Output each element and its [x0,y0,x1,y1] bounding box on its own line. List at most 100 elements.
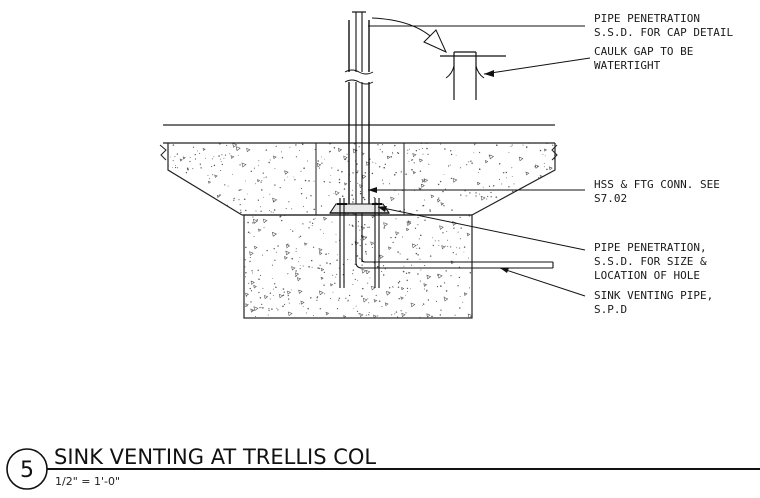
concrete-aggregate [329,263,331,265]
concrete-aggregate [299,303,301,305]
concrete-aggregate [462,301,464,303]
concrete-aggregate [543,166,545,168]
concrete-aggregate [345,159,347,161]
concrete-aggregate [324,158,326,160]
concrete-aggregate [270,211,272,213]
concrete-aggregate [354,278,356,280]
concrete-aggregate [258,291,260,294]
concrete-aggregate [259,297,262,299]
concrete-aggregate [427,153,429,155]
concrete-aggregate [237,154,239,156]
concrete-aggregate [406,227,410,232]
concrete-aggregate [313,208,315,211]
concrete-aggregate [402,270,405,273]
concrete-aggregate [367,297,369,299]
concrete-aggregate [298,236,300,238]
concrete-aggregate [459,216,461,219]
concrete-aggregate [482,186,484,188]
concrete-aggregate [213,156,215,158]
concrete-aggregate [192,146,195,148]
concrete-aggregate [268,210,270,212]
concrete-aggregate [373,196,375,199]
concrete-aggregate [498,163,501,165]
concrete-aggregate [297,277,302,282]
concrete-aggregate [249,260,251,263]
concrete-aggregate [264,295,269,300]
concrete-aggregate [354,241,359,246]
concrete-aggregate [541,186,544,189]
concrete-aggregate [418,247,421,249]
concrete-aggregate [221,163,223,166]
concrete-aggregate [366,226,368,228]
concrete-aggregate [411,168,413,171]
concrete-aggregate [287,176,289,178]
concrete-aggregate [403,265,405,267]
concrete-aggregate [280,215,282,217]
concrete-aggregate [544,155,546,157]
concrete-aggregate [526,204,528,206]
concrete-aggregate [256,219,258,221]
concrete-aggregate [450,246,452,248]
concrete-aggregate [435,300,438,302]
callout-line: CAULK GAP TO BE [594,45,693,58]
concrete-aggregate [478,172,480,174]
concrete-aggregate [177,177,179,179]
concrete-aggregate [512,190,514,193]
concrete-aggregate [548,166,553,171]
concrete-aggregate [316,299,318,301]
concrete-aggregate [199,163,201,165]
concrete-aggregate [349,181,351,183]
concrete-aggregate [261,180,263,182]
concrete-aggregate [381,305,383,308]
concrete-aggregate [258,228,262,232]
concrete-aggregate [306,160,308,162]
concrete-aggregate [274,184,276,186]
concrete-aggregate [466,164,468,166]
concrete-aggregate [487,195,489,198]
concrete-aggregate [330,283,334,287]
concrete-aggregate [335,234,337,235]
concrete-aggregate [422,205,423,207]
concrete-aggregate [247,221,249,224]
concrete-aggregate [328,151,331,153]
concrete-aggregate [328,194,330,196]
vent-pipe-horizontal [355,240,554,269]
concrete-aggregate [308,227,310,229]
concrete-aggregate [416,209,418,212]
concrete-aggregate [443,205,445,207]
concrete-aggregate [187,168,189,171]
concrete-aggregate [547,179,548,181]
concrete-aggregate [375,162,377,164]
concrete-aggregate [347,301,349,303]
concrete-aggregate [503,206,505,208]
concrete-aggregate [442,232,444,234]
concrete-aggregate [284,303,286,306]
concrete-aggregate [211,158,214,160]
concrete-aggregate [247,231,250,234]
concrete-aggregate [275,145,277,147]
concrete-aggregate [392,286,394,288]
concrete-aggregate [284,256,288,260]
concrete-aggregate [233,199,235,201]
concrete-aggregate [382,144,384,146]
concrete-aggregate [226,144,228,146]
concrete-aggregate [170,156,172,158]
concrete-aggregate [551,209,553,212]
concrete-aggregate [291,257,293,260]
concrete-aggregate [505,177,507,179]
concrete-aggregate [418,187,422,191]
concrete-aggregate [343,155,348,161]
concrete-aggregate [410,288,411,290]
concrete-aggregate [394,236,397,239]
concrete-aggregate [535,196,537,198]
concrete-aggregate [539,186,541,188]
concrete-aggregate [443,297,449,302]
concrete-aggregate [456,247,458,249]
concrete-aggregate [253,284,257,289]
concrete-aggregate [275,286,277,289]
concrete-aggregate [365,314,367,316]
concrete-aggregate [459,167,462,169]
concrete-aggregate [261,307,263,308]
concrete-aggregate [545,213,547,215]
